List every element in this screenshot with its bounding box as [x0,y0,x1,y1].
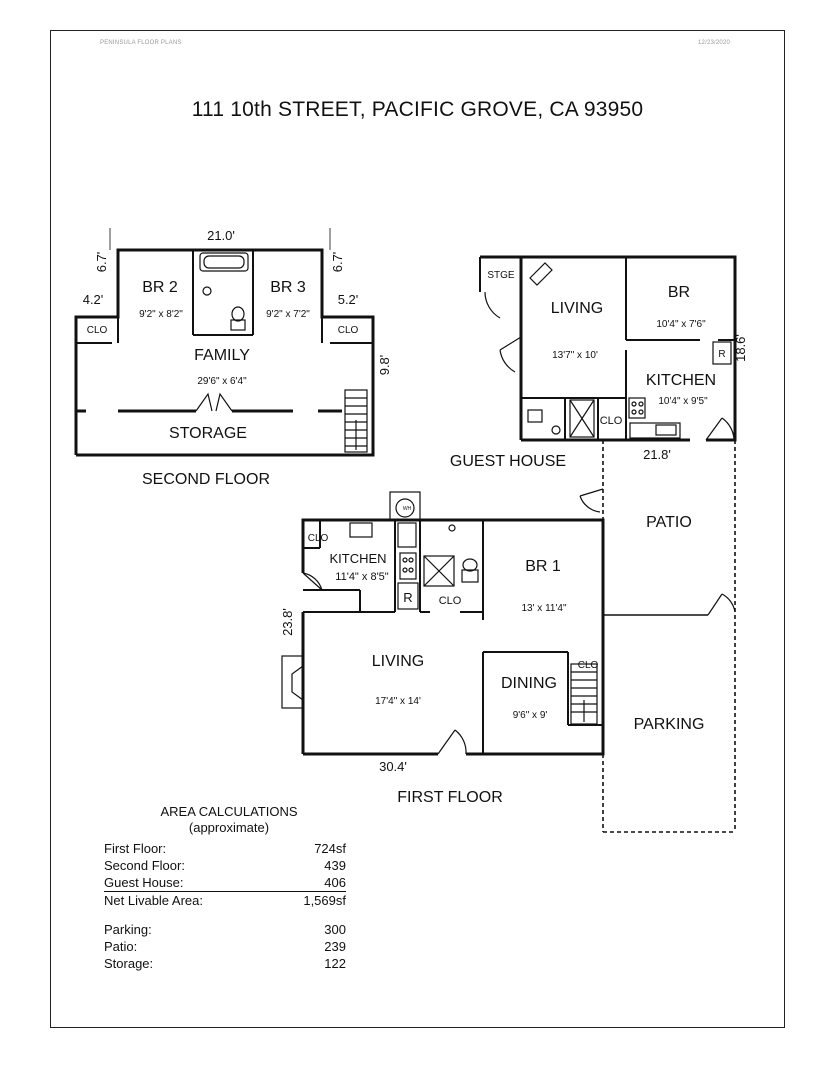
label-patio: PATIO [646,514,692,531]
room-ff-kitchen-name: KITCHEN [329,551,386,566]
ff-clo-kitchen: CLO [308,533,329,544]
room-br2-size: 9'2" x 8'2" [139,309,183,320]
plan-sheet-border [50,30,785,1028]
dim-right-side: 9.8' [377,355,392,376]
ff-dim-bottom: 30.4' [379,759,407,774]
area-calculations: AREA CALCULATIONS (approximate) First Fl… [104,804,374,972]
room-ff-kitchen-size: 11'4" x 8'5" [335,571,388,583]
area-label: Guest House: [104,874,296,892]
gh-dim-right: 18.6' [733,334,748,362]
room-storage-name: STORAGE [169,425,247,442]
ff-dim-left: 23.8' [280,608,295,636]
room-family-name: FAMILY [194,347,250,364]
area-subheading: (approximate) [188,820,270,835]
room-ff-living-size: 17'4" x 14' [375,696,421,707]
first-floor-fixtures [281,491,598,755]
area-label: Net Livable Area: [104,893,204,908]
caption-first-floor: FIRST FLOOR [397,789,503,806]
second-floor-fixtures [109,228,368,453]
guest-house-labels: STGE LIVING 13'7" x 10' BR 10'4" x 7'6" … [450,270,748,470]
area-heading: AREA CALCULATIONS [160,804,298,819]
dim-left-lower: 4.2' [83,292,104,307]
dim-right-upper: 6.7' [330,252,345,273]
room-gh-kitchen-size: 10'4" x 9'5" [658,396,708,407]
area-value: 406 [296,874,346,892]
ff-clo-bath: CLO [439,595,462,607]
area-value: 239 [324,939,346,954]
area-label: Parking: [104,922,152,937]
area-row: Parking: 300 [104,921,346,938]
area-value: 1,569sf [303,893,346,908]
dim-right-lower: 5.2' [338,292,359,307]
dim-left-upper: 6.7' [94,252,109,273]
room-gh-living-size: 13'7" x 10' [552,350,598,361]
second-floor-walls [74,248,375,457]
water-heater-label: WH [403,506,412,512]
room-br2-name: BR 2 [142,279,178,296]
room-br1-size: 13' x 11'4" [522,603,567,614]
area-row-total: Net Livable Area: 1,569sf [104,892,346,910]
area-value: 439 [324,858,346,873]
room-dining-name: DINING [501,675,557,692]
first-floor-labels: WH CLO KITCHEN 11'4" x 8'5" R CLO BR 1 1… [280,506,599,806]
area-row: Second Floor: 439 [104,857,346,874]
outdoor-outline [602,440,736,833]
area-row: First Floor: 724sf [104,840,346,857]
room-ff-living-name: LIVING [372,653,424,670]
area-row: Storage: 122 [104,955,346,972]
room-family-size: 29'6" x 6'4" [197,376,247,387]
guest-house-walls [479,255,737,442]
caption-guest-house: GUEST HOUSE [450,453,566,470]
room-br3-name: BR 3 [270,279,306,296]
header-company: PENINSULA FLOOR PLANS [100,40,182,46]
room-br1-name: BR 1 [525,558,561,575]
area-table: First Floor: 724sf Second Floor: 439 Gue… [104,840,346,972]
clo-right: CLO [338,325,359,336]
ff-fridge: R [403,590,412,605]
room-stge: STGE [487,270,515,281]
clo-left: CLO [87,325,108,336]
room-gh-br-name: BR [668,284,690,301]
room-br3-size: 9'2" x 7'2" [266,309,310,320]
area-label: First Floor: [104,841,167,856]
area-value: 300 [324,922,346,937]
area-row: Patio: 239 [104,938,346,955]
outdoor-labels: PATIO PARKING [634,514,705,733]
ff-clo-dining: CLO [578,660,599,671]
gh-clo: CLO [600,415,623,427]
dim-top: 21.0' [207,228,235,243]
room-gh-kitchen-name: KITCHEN [646,372,716,389]
area-label: Patio: [104,939,138,954]
room-gh-br-size: 10'4" x 7'6" [656,319,706,330]
label-parking: PARKING [634,716,705,733]
outdoor-walls [579,488,736,616]
room-dining-size: 9'6" x 9' [513,710,548,721]
header-date: 12/23/2020 [698,40,731,46]
guest-house-fixtures [484,262,735,441]
second-floor-labels: 21.0' 6.7' 4.2' 6.7' 5.2' 9.8' BR 2 9'2"… [83,228,392,488]
page-title: 111 10th STREET, PACIFIC GROVE, CA 93950 [191,98,644,121]
area-value: 724sf [314,841,346,856]
area-value: 122 [324,956,346,971]
area-row: Guest House: 406 [104,874,346,892]
area-label: Second Floor: [104,858,185,873]
room-gh-living-name: LIVING [551,300,603,317]
area-label: Storage: [104,956,154,971]
caption-second-floor: SECOND FLOOR [142,471,270,488]
gh-dim-bottom: 21.8' [643,447,671,462]
gh-fridge: R [718,349,725,360]
